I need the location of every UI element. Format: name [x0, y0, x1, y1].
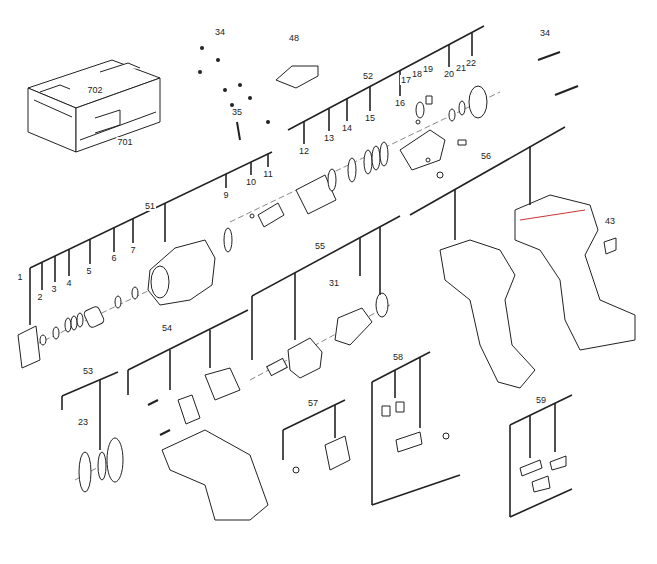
callout-number: 19	[422, 64, 434, 74]
callout-brackets	[30, 26, 572, 517]
callout-number: 9	[222, 190, 229, 200]
motor-parts	[267, 293, 388, 378]
callout-number: 12	[298, 146, 310, 156]
callout-number: 34	[214, 27, 226, 37]
callout-number: 48	[288, 33, 300, 43]
callout-number: 15	[364, 113, 376, 123]
callout-number: 701	[116, 137, 133, 147]
callout-number: 10	[245, 177, 257, 187]
callout-number: 53	[82, 366, 94, 376]
callout-number: 58	[392, 352, 404, 362]
end-cap-parts	[79, 438, 123, 492]
callout-number: 43	[604, 216, 616, 226]
callout-number: 35	[231, 107, 243, 117]
callout-number: 55	[314, 241, 326, 251]
screw	[237, 122, 240, 140]
callout-number: 31	[328, 278, 340, 288]
callout-number: 7	[129, 245, 136, 255]
callout-number: 4	[65, 278, 72, 288]
housing-halves	[440, 195, 635, 388]
callout-number: 3	[50, 284, 57, 294]
callout-number: 13	[323, 133, 335, 143]
callout-number: 6	[110, 253, 117, 263]
callout-number: 22	[465, 58, 477, 68]
callout-number: 20	[443, 69, 455, 79]
long-screws	[538, 52, 578, 95]
callout-number: 23	[77, 417, 89, 427]
callout-number: 14	[341, 123, 353, 133]
callout-number: 702	[86, 85, 103, 95]
spindle-parts	[400, 86, 487, 178]
callout-number: 2	[36, 292, 43, 302]
gear-case	[148, 240, 215, 305]
clip	[604, 238, 616, 254]
assembly-axis	[20, 92, 500, 480]
callout-number: 1	[16, 272, 23, 282]
callout-number: 57	[307, 398, 319, 408]
gear-case-nose	[151, 266, 169, 298]
callout-number: 34	[539, 28, 551, 38]
callout-number: 5	[85, 266, 92, 276]
callout-number: 59	[535, 395, 547, 405]
callout-number: 51	[144, 201, 156, 211]
callout-number: 54	[161, 323, 173, 333]
switch-parts	[293, 436, 350, 473]
callout-number: 56	[480, 151, 492, 161]
callout-number: 11	[262, 169, 273, 179]
screws	[198, 46, 270, 124]
label-plate	[276, 66, 318, 88]
front-parts	[18, 287, 138, 368]
callout-number: 16	[394, 98, 406, 108]
electronics-parts	[148, 368, 268, 520]
pad-parts	[520, 456, 566, 492]
callout-number: 52	[362, 71, 374, 81]
carry-case	[28, 60, 160, 152]
small-parts	[382, 402, 449, 452]
